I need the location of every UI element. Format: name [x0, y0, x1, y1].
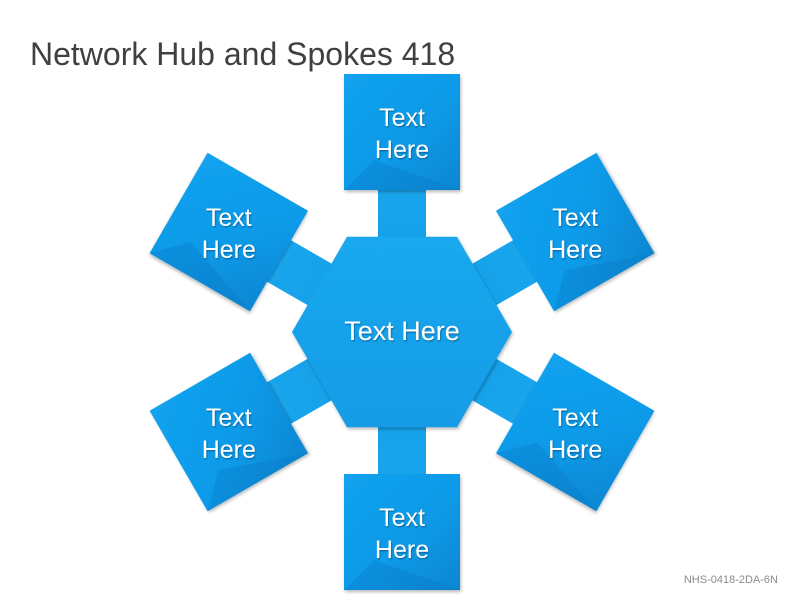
- spoke-box-fold: [207, 453, 309, 512]
- spoke-box-shape: [149, 152, 309, 312]
- spoke-label-line1: Text: [206, 404, 252, 432]
- spoke-box-shape: [495, 152, 655, 312]
- spoke-box-shape: [344, 74, 460, 190]
- spoke-box-fold: [344, 560, 460, 590]
- spoke-box-fold: [495, 442, 597, 512]
- spoke-label-line1: Text: [206, 204, 252, 232]
- spoke-label-line1: Text: [379, 104, 425, 132]
- page-title: Network Hub and Spokes 418: [30, 36, 456, 72]
- spoke-box-shape: [495, 352, 655, 512]
- spoke-label-line2: Here: [548, 436, 602, 464]
- spoke-label-line1: Text: [552, 204, 598, 232]
- hub-label: Text Here: [344, 316, 460, 346]
- spoke-label-line2: Here: [375, 536, 429, 564]
- spoke-label-line2: Here: [548, 236, 602, 264]
- hub-hexagon: [292, 236, 512, 428]
- spoke-label-line1: Text: [552, 404, 598, 432]
- spoke-group: TextHereTextHereTextHereTextHereTextHere…: [149, 74, 655, 590]
- spoke-box-shape: [149, 352, 309, 512]
- spoke-box-fold: [344, 160, 460, 190]
- diagram-code: NHS-0418-2DA-6N: [683, 574, 778, 586]
- spoke-box-fold: [553, 253, 655, 312]
- spoke-label-line2: Here: [202, 436, 256, 464]
- spoke-label-line2: Here: [375, 136, 429, 164]
- spoke-box-fold: [149, 242, 251, 312]
- spoke-label-line1: Text: [379, 504, 425, 532]
- spoke-box-shape: [344, 474, 460, 590]
- hub: Text Here: [292, 236, 512, 428]
- spoke-label-line2: Here: [202, 236, 256, 264]
